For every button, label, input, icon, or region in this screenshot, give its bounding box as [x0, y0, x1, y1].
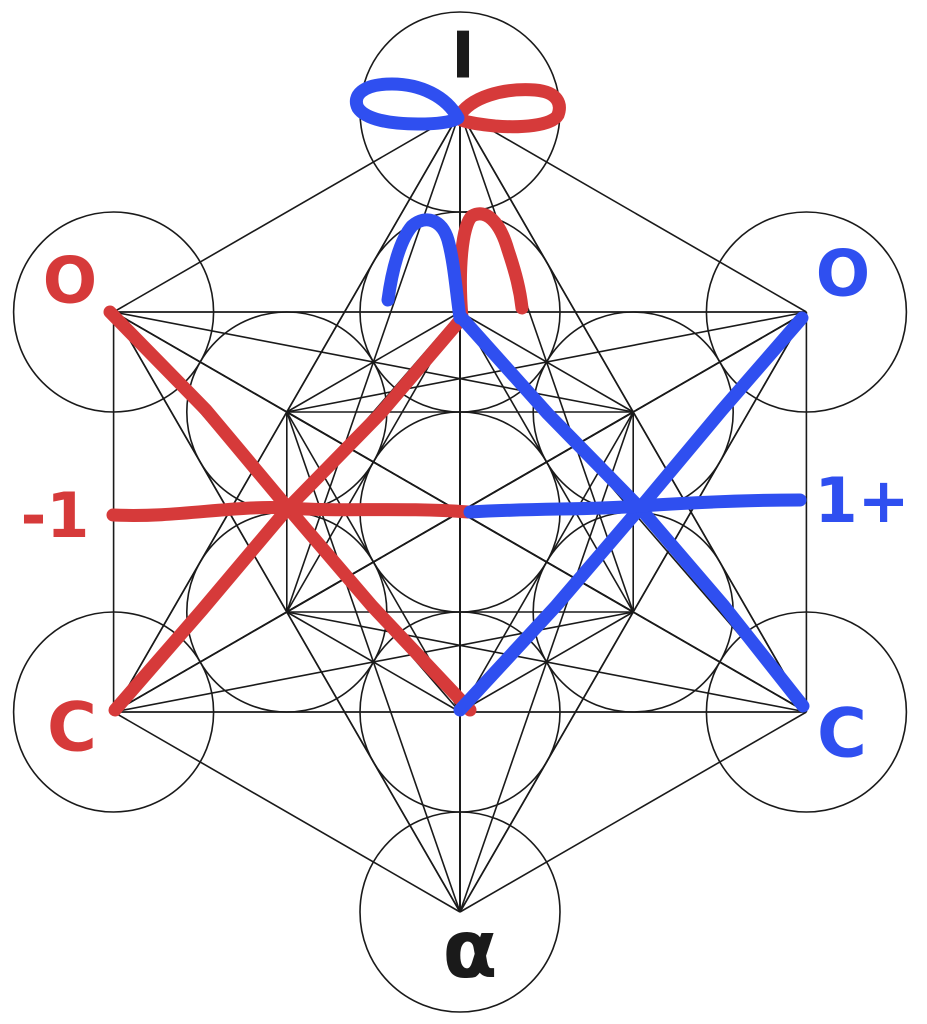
label-left-lower: C — [47, 689, 97, 768]
labels: I O O -1 1+ C C α — [21, 20, 910, 996]
label-left-upper: O — [43, 245, 97, 319]
label-right-middle: 1+ — [814, 464, 909, 537]
cube-line-67 — [459, 111, 807, 313]
cube-line-63 — [113, 111, 461, 313]
cube-circle-9 — [12, 611, 215, 813]
label-right-upper: O — [816, 238, 870, 312]
label-left-middle: -1 — [21, 479, 90, 552]
cube-line-72 — [113, 711, 461, 913]
blue-annotations — [350, 77, 810, 717]
red-loop — [451, 83, 566, 134]
cube-circle-11 — [705, 611, 908, 813]
blue-arch — [381, 213, 467, 325]
cube-circle-12 — [705, 211, 908, 413]
red-arch — [453, 207, 529, 325]
cube-circle-10 — [359, 811, 561, 1013]
blue-loop — [350, 77, 465, 131]
red-horizontal — [106, 501, 475, 522]
cube-line-76 — [459, 311, 808, 913]
label-right-lower: C — [817, 695, 867, 774]
blue-horizontal — [463, 493, 807, 519]
label-bottom: α — [443, 903, 498, 996]
red-annotations — [103, 83, 566, 717]
label-top: I — [451, 20, 475, 94]
cube-line-75 — [459, 711, 807, 913]
cube-circle-8 — [12, 211, 215, 413]
